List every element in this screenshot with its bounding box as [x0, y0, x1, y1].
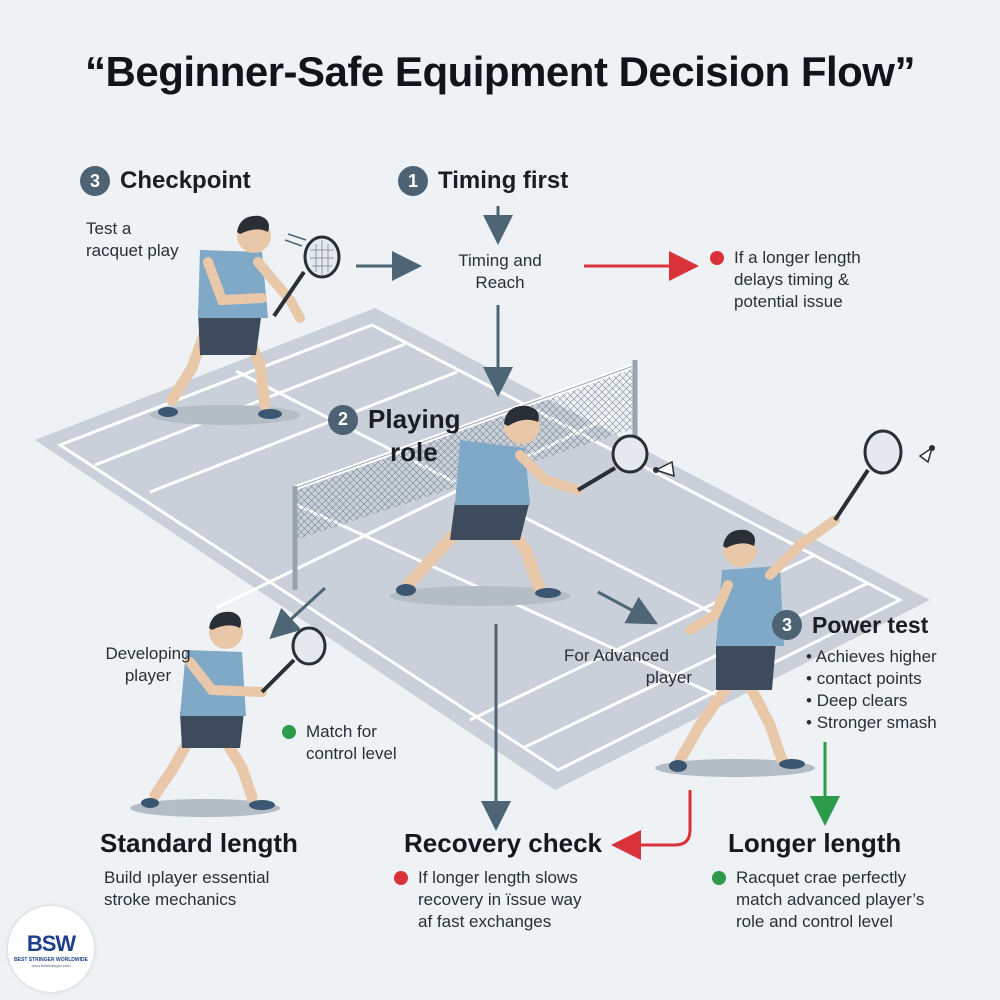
- outcome-longer-title: Longer length: [728, 828, 902, 858]
- outcome-standard-title: Standard length: [100, 828, 298, 858]
- step-number-badge: 2: [328, 404, 358, 435]
- step-role: 2 Playing role: [328, 404, 460, 468]
- step-number-badge: 3: [772, 610, 802, 640]
- list-item: Achieves higher: [806, 646, 937, 668]
- developing-player-label: Developing player: [105, 644, 191, 685]
- step-timing: 1 Timing first: [398, 166, 568, 196]
- racquet-icon: [272, 233, 341, 318]
- player-advanced: [655, 429, 903, 777]
- step-number-badge: 3: [80, 166, 110, 196]
- success-dot-icon: [282, 725, 296, 739]
- warning-dot-icon: [394, 871, 408, 885]
- timing-warning-note: If a longer length delays timing & poten…: [710, 247, 861, 313]
- step-number-badge: 1: [398, 166, 428, 196]
- step-checkpoint: 3 Checkpoint: [80, 166, 251, 196]
- arrow-icon: [611, 790, 692, 860]
- logo-url: www.beststringer.com: [31, 962, 71, 968]
- list-item: Deep clears: [806, 690, 937, 712]
- outcome-recovery-title: Recovery check: [404, 828, 603, 858]
- step-label-continued: role: [390, 437, 438, 467]
- success-dot-icon: [712, 871, 726, 885]
- shuttlecock-icon: [653, 460, 675, 478]
- control-note: Match for control level: [282, 721, 397, 765]
- advanced-player-label: For Advanced player: [564, 646, 692, 687]
- arrow-icon: [597, 590, 658, 625]
- power-bullets: Achieves higher contact points Deep clea…: [806, 646, 937, 734]
- list-item: contact points: [806, 668, 937, 690]
- player-center: [390, 405, 649, 606]
- court-surface: [35, 308, 930, 790]
- arrow-icon: [269, 586, 327, 640]
- step-label: Playing: [368, 404, 461, 434]
- warning-dot-icon: [710, 251, 724, 265]
- timing-node: Timing and Reach: [458, 251, 542, 292]
- logo-mark: BSW: [26, 930, 76, 956]
- logo-name: BEST STRINGER WORLDWIDE: [14, 956, 88, 963]
- list-item: Stronger smash: [806, 712, 937, 734]
- outcome-standard-description: Build ıplayer essential stroke mechanics: [104, 868, 270, 909]
- checkpoint-description: Test a racquet play: [86, 219, 179, 260]
- player-checkpoint: [150, 215, 305, 425]
- step-label: Checkpoint: [120, 167, 251, 194]
- outcome-longer-description: Racquet crae perfectly match advanced pl…: [712, 867, 924, 933]
- outcome-recovery-description: If longer length slows recovery in ïssue…: [394, 867, 581, 933]
- shuttlecock-icon: [918, 445, 935, 464]
- page-title: “Beginner-Safe Equipment Decision Flow”: [85, 48, 915, 95]
- step-label: Power test: [812, 611, 929, 638]
- step-label: Timing first: [438, 167, 569, 194]
- flow-arrows: [269, 206, 840, 860]
- player-developing: [130, 611, 327, 817]
- step-power: 3 Power test: [772, 610, 928, 640]
- brand-logo: BSW BEST STRINGER WORLDWIDE www.beststri…: [8, 906, 94, 992]
